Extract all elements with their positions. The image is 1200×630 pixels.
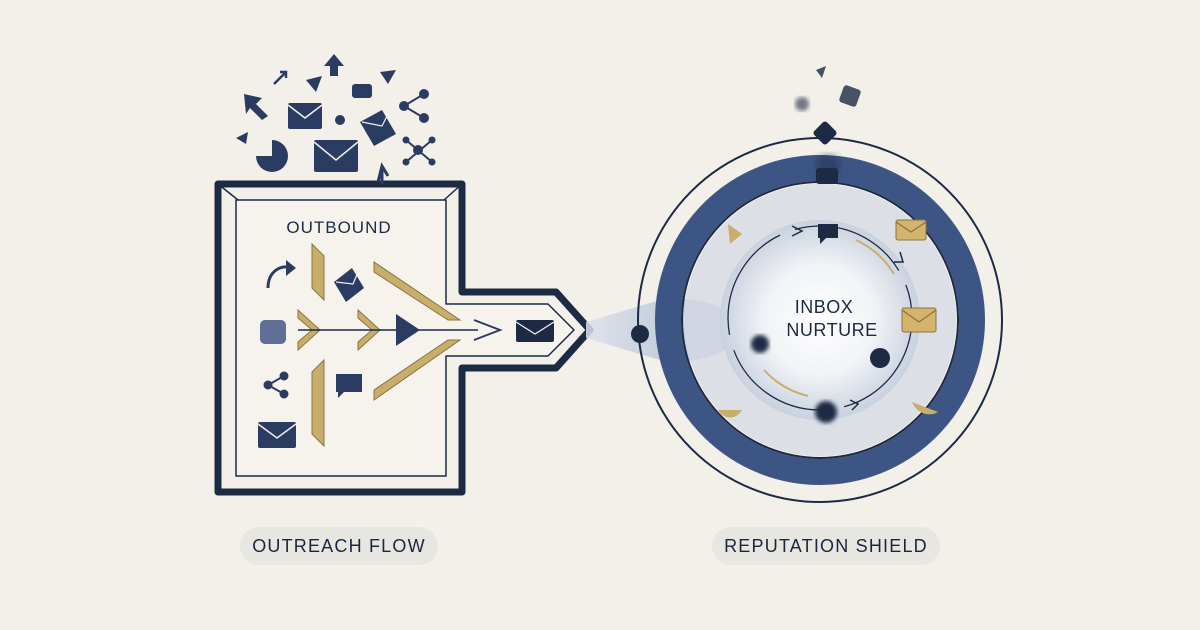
curved-arrow-icon bbox=[266, 260, 296, 289]
envelope-icon bbox=[360, 110, 396, 146]
arrow-icon bbox=[236, 132, 248, 144]
envelope-icon bbox=[257, 422, 297, 448]
envelope-icon bbox=[334, 268, 364, 302]
blurred-dot-icon bbox=[815, 401, 837, 423]
envelope-icon bbox=[287, 103, 323, 129]
network-icon bbox=[402, 136, 436, 166]
blurred-dot-icon bbox=[795, 97, 809, 111]
tile-icon bbox=[816, 168, 838, 184]
envelope-icon bbox=[515, 320, 555, 342]
chat-bubble-icon bbox=[818, 224, 838, 244]
dot-icon bbox=[870, 348, 890, 368]
reputation-shield: INBOX NURTURE bbox=[637, 137, 1003, 503]
outbound-icon-burst bbox=[236, 54, 436, 184]
arrow-head bbox=[473, 319, 503, 341]
chevron-icon bbox=[306, 76, 322, 92]
arrow-icon bbox=[376, 162, 390, 184]
envelope-icon bbox=[895, 219, 927, 241]
envelope-icon bbox=[901, 307, 937, 333]
arrow-icon bbox=[244, 94, 268, 120]
outbound-content bbox=[257, 242, 555, 448]
chevron-icon bbox=[380, 70, 396, 84]
pie-icon bbox=[256, 140, 288, 172]
share-node-icon bbox=[399, 89, 429, 123]
diamond-icon bbox=[813, 121, 837, 145]
blurred-dot-icon bbox=[751, 335, 769, 353]
share-node-icon bbox=[263, 371, 289, 399]
diamond-icon bbox=[839, 85, 861, 107]
arrow-icon bbox=[324, 54, 344, 76]
arrow-icon bbox=[273, 70, 288, 85]
inbox-label-line2: NURTURE bbox=[786, 320, 877, 340]
dot-icon bbox=[335, 115, 345, 125]
gold-crescent-icon bbox=[718, 224, 938, 418]
tile-icon bbox=[260, 320, 286, 344]
inbox-label-line1: INBOX bbox=[795, 297, 854, 317]
outreach-flow-caption: OUTREACH FLOW bbox=[240, 527, 438, 565]
gold-chevrons bbox=[297, 242, 462, 448]
chat-bubble-icon bbox=[352, 84, 372, 98]
chat-bubble-icon bbox=[336, 374, 362, 398]
envelope-icon bbox=[313, 140, 359, 172]
outbound-label: OUTBOUND bbox=[286, 218, 391, 237]
chevron-icon bbox=[816, 66, 826, 78]
reputation-shield-caption: REPUTATION SHIELD bbox=[712, 527, 940, 565]
arrow-head bbox=[396, 314, 420, 346]
incoming-particles bbox=[795, 66, 861, 184]
